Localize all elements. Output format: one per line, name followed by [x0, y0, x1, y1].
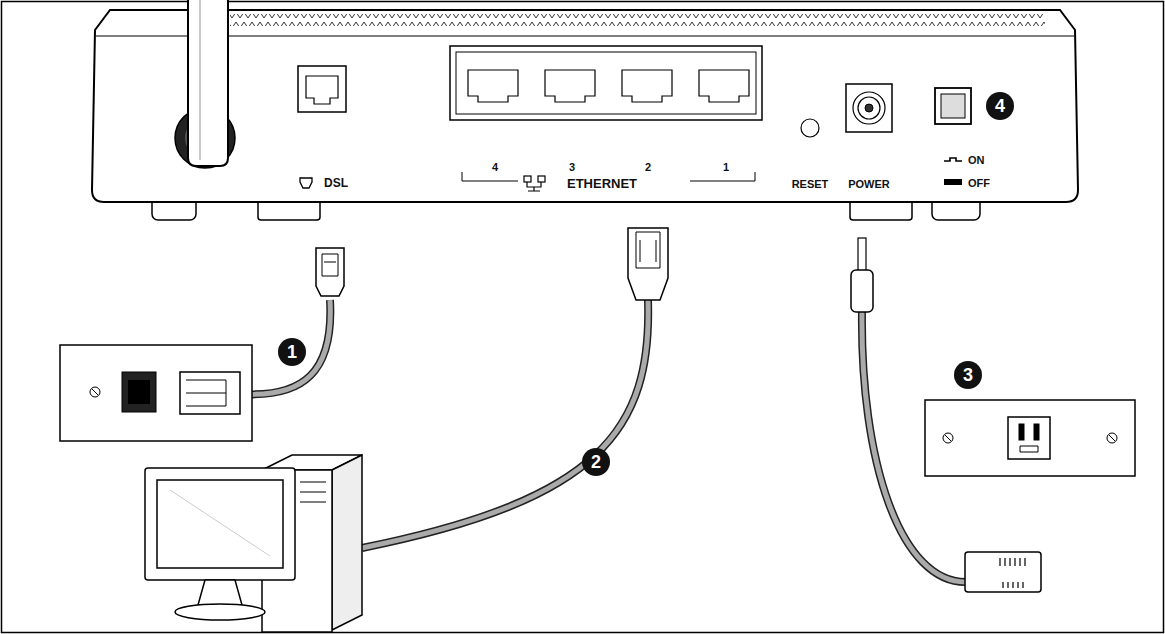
callout-number: 4 [986, 92, 1014, 120]
off-symbol [944, 179, 962, 185]
panel-label: ON [968, 154, 985, 166]
ethernet-cable [362, 228, 668, 548]
callout-text: 2 [591, 453, 601, 471]
panel-label: OFF [968, 177, 990, 189]
panel-label: 1 [723, 161, 729, 173]
panel-label: 3 [569, 161, 575, 173]
reset-button [801, 119, 819, 137]
power-adapter [965, 552, 1041, 592]
phone-cable [240, 248, 344, 394]
panel-label: ETHERNET [567, 177, 637, 191]
power-switch [935, 88, 971, 185]
housing-edge [96, 35, 1074, 36]
antenna [175, 0, 235, 168]
phone-icon [300, 178, 312, 188]
callout-number: 3 [954, 361, 982, 389]
panel-label: DSL [324, 177, 348, 190]
vent-texture [230, 14, 1045, 26]
panel-label: RESET [792, 178, 829, 190]
router-housing [92, 10, 1078, 202]
panel-label: 4 [492, 161, 498, 173]
power-outlet [925, 400, 1135, 476]
computer [145, 455, 362, 632]
ethernet-ports [450, 46, 762, 191]
ethernet-icon [524, 176, 545, 191]
panel-label: POWER [848, 178, 890, 190]
callout-text: 4 [995, 97, 1005, 115]
panel-label: 2 [645, 161, 651, 173]
callout-number: 1 [278, 338, 306, 366]
callout-text: 1 [287, 343, 297, 361]
callout-number: 2 [582, 448, 610, 476]
phone-wall-jack [60, 345, 252, 441]
on-symbol [944, 158, 962, 161]
dsl-port [298, 66, 346, 188]
power-jack [846, 84, 892, 132]
callout-text: 3 [963, 366, 973, 384]
